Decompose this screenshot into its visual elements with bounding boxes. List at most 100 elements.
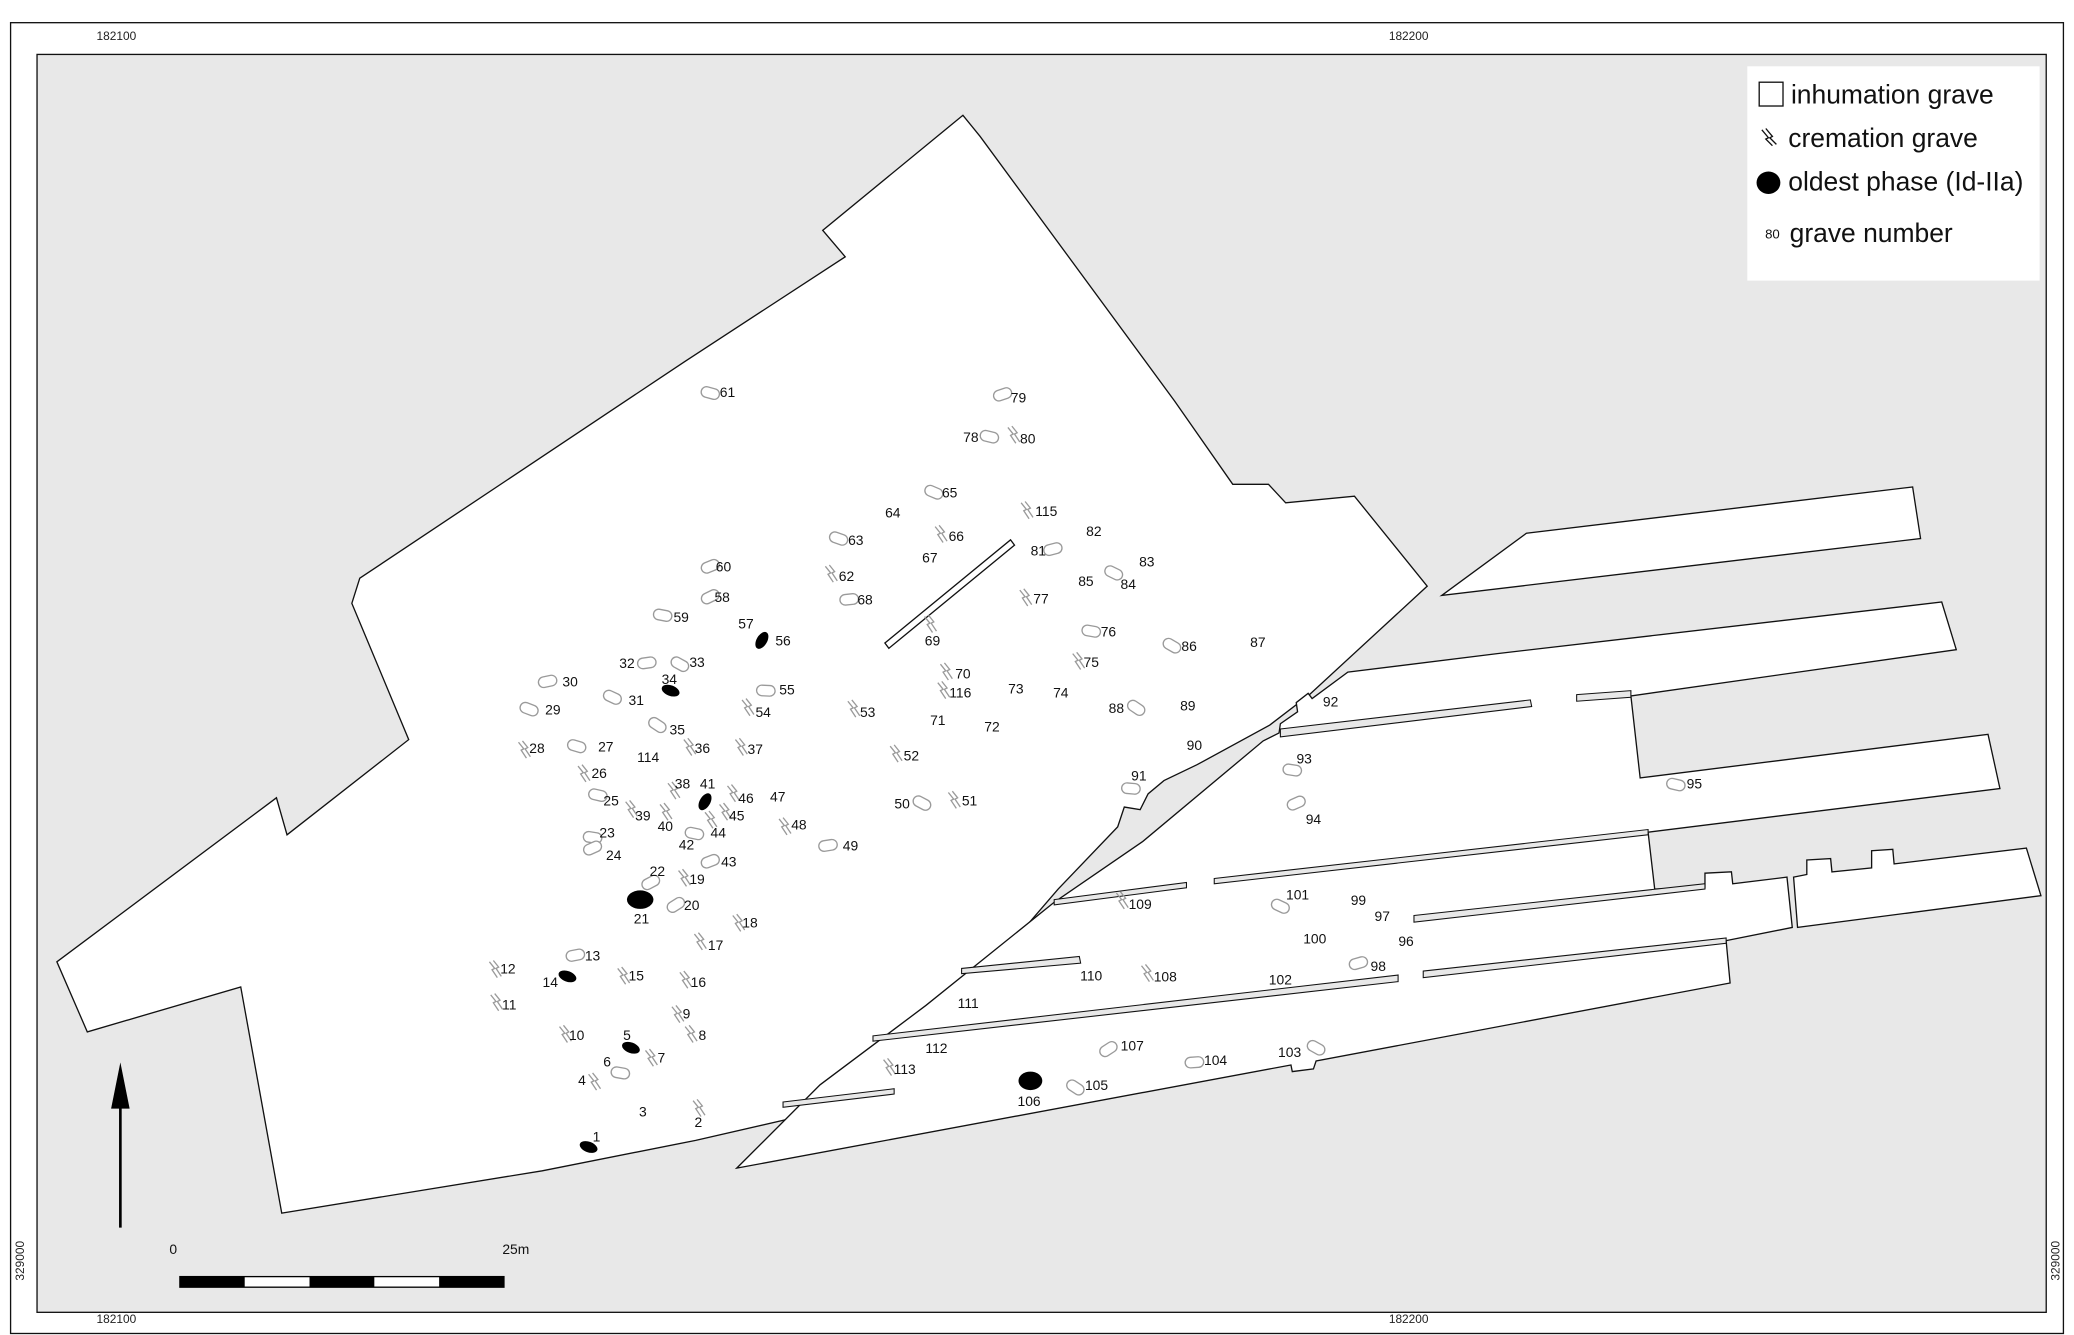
grave-number-label: 88 xyxy=(1109,700,1125,716)
inhumation-grave-icon xyxy=(700,589,720,605)
grave-number-label: 43 xyxy=(721,854,737,870)
baulk xyxy=(1576,690,1632,702)
grave-number-label: 97 xyxy=(1375,908,1391,924)
grave-number-label: 110 xyxy=(1080,967,1102,983)
grave-number-label: 24 xyxy=(606,847,622,863)
cremation-grave-icon xyxy=(659,802,673,821)
cremation-grave-icon xyxy=(617,966,631,985)
grave-number-label: 13 xyxy=(585,947,601,963)
grave-number-label: 98 xyxy=(1371,958,1387,974)
inhumation-grave-icon xyxy=(519,701,539,717)
inhumation-grave-icon xyxy=(1099,1040,1118,1058)
grave-number-label: 52 xyxy=(904,748,920,764)
cremation-grave-icon xyxy=(719,802,733,821)
oldest-phase-grave-icon xyxy=(626,890,654,909)
cremation-grave-icon xyxy=(934,524,948,543)
grave-number-label: 38 xyxy=(675,776,691,792)
inhumation-grave-icon xyxy=(588,788,608,802)
cremation-grave-icon xyxy=(924,614,938,633)
oldest-phase-grave-icon xyxy=(755,631,769,649)
grave-number-label: 53 xyxy=(860,704,876,720)
grave-number-label: 71 xyxy=(930,712,946,728)
grave-number-label: 114 xyxy=(637,749,659,765)
legend: inhumation grave cremation grave oldest … xyxy=(1747,66,2040,281)
grave-number-label: 22 xyxy=(650,863,666,879)
inhumation-grave-icon xyxy=(670,656,690,673)
grave-number-label: 107 xyxy=(1121,1037,1144,1053)
grave-number-label: 58 xyxy=(714,589,730,605)
grave-number-label: 66 xyxy=(949,528,965,544)
inhumation-grave-icon xyxy=(582,840,603,856)
grave-number-label: 89 xyxy=(1180,697,1196,713)
grave-number-label: 34 xyxy=(662,671,678,687)
inhumation-grave-icon xyxy=(537,674,558,689)
legend-number-sample: 80 xyxy=(1765,226,1780,241)
cremation-grave-icon xyxy=(558,1024,572,1043)
grave-number-label: 91 xyxy=(1131,768,1147,784)
inhumation-grave-icon xyxy=(1104,565,1124,581)
grave-number-label: 78 xyxy=(963,429,979,445)
grave-number-label: 42 xyxy=(679,836,695,852)
grave-number-label: 50 xyxy=(894,795,910,811)
cremation-grave-icon xyxy=(883,1057,897,1076)
grave-number-label: 83 xyxy=(1139,553,1155,569)
cremation-grave-icon xyxy=(726,784,740,803)
baulk xyxy=(1413,883,1706,923)
grave-number-label: 47 xyxy=(770,789,786,805)
grave-number-label: 59 xyxy=(673,609,689,625)
grave-number-label: 72 xyxy=(984,719,1000,735)
grave-number-label: 77 xyxy=(1033,590,1049,606)
grave-number-label: 32 xyxy=(619,655,635,671)
inhumation-grave-icon xyxy=(992,387,1013,402)
inhumation-grave-icon xyxy=(818,838,838,852)
baulk xyxy=(782,1088,895,1108)
cremation-zigzag-icon xyxy=(1761,128,1777,147)
inhumation-grave-icon xyxy=(1286,795,1306,811)
grave-number-label: 2 xyxy=(695,1114,703,1130)
grid-label-bottom-left: 182100 xyxy=(97,1312,137,1326)
grave-number-label: 63 xyxy=(848,532,864,548)
inhumation-grave-icon xyxy=(610,1066,631,1080)
inhumation-grave-icon xyxy=(636,656,657,670)
grave-number-label: 67 xyxy=(922,549,938,565)
baulk xyxy=(1422,937,1727,979)
grave-number-label: 3 xyxy=(639,1104,647,1120)
grave-number-label: 116 xyxy=(949,684,971,700)
grave-number-label: 84 xyxy=(1121,576,1137,592)
inhumation-grave-icon xyxy=(1270,898,1290,914)
inhumation-grave-icon xyxy=(666,896,686,913)
grave-number-label: 25 xyxy=(603,793,619,809)
grave-number-label: 11 xyxy=(502,996,517,1012)
grave-number-label: 12 xyxy=(500,961,516,977)
grave-number-label: 75 xyxy=(1084,654,1100,670)
grave-number-label: 30 xyxy=(562,674,578,690)
grave-number-label: 85 xyxy=(1078,573,1094,589)
grave-number-label: 5 xyxy=(623,1027,631,1043)
oldest-phase-grave-icon xyxy=(558,970,577,983)
grave-number-label: 45 xyxy=(729,807,745,823)
grave-number-label: 76 xyxy=(1101,623,1117,639)
grave-number-label: 29 xyxy=(545,701,561,717)
grave-number-label: 19 xyxy=(689,871,705,887)
inhumation-grave-icon xyxy=(684,826,705,841)
inhumation-grave-icon xyxy=(1121,782,1141,795)
oldest-phase-grave-icon xyxy=(1018,1071,1043,1091)
cremation-grave-icon xyxy=(692,1098,706,1117)
grave-number-label: 33 xyxy=(689,654,705,670)
cremation-grave-icon xyxy=(939,662,953,681)
grave-number-label: 112 xyxy=(925,1040,947,1056)
grave-number-label: 93 xyxy=(1296,750,1312,766)
inhumation-grave-icon xyxy=(1126,699,1146,717)
grave-number-label: 61 xyxy=(720,384,736,400)
inhumation-grave-icon xyxy=(1162,637,1182,654)
inhumation-grave-icon xyxy=(648,716,667,734)
grave-number-label: 74 xyxy=(1053,684,1069,700)
cremation-grave-icon xyxy=(488,960,502,979)
grid-label-bottom-right: 182200 xyxy=(1389,1312,1429,1326)
inhumation-grave-icon xyxy=(1066,1079,1085,1096)
grave-number-label: 79 xyxy=(1011,389,1027,405)
inhumation-grave-icon xyxy=(1306,1039,1326,1056)
inhumation-grave-icon xyxy=(565,948,586,962)
grave-number-label: 104 xyxy=(1204,1052,1227,1068)
